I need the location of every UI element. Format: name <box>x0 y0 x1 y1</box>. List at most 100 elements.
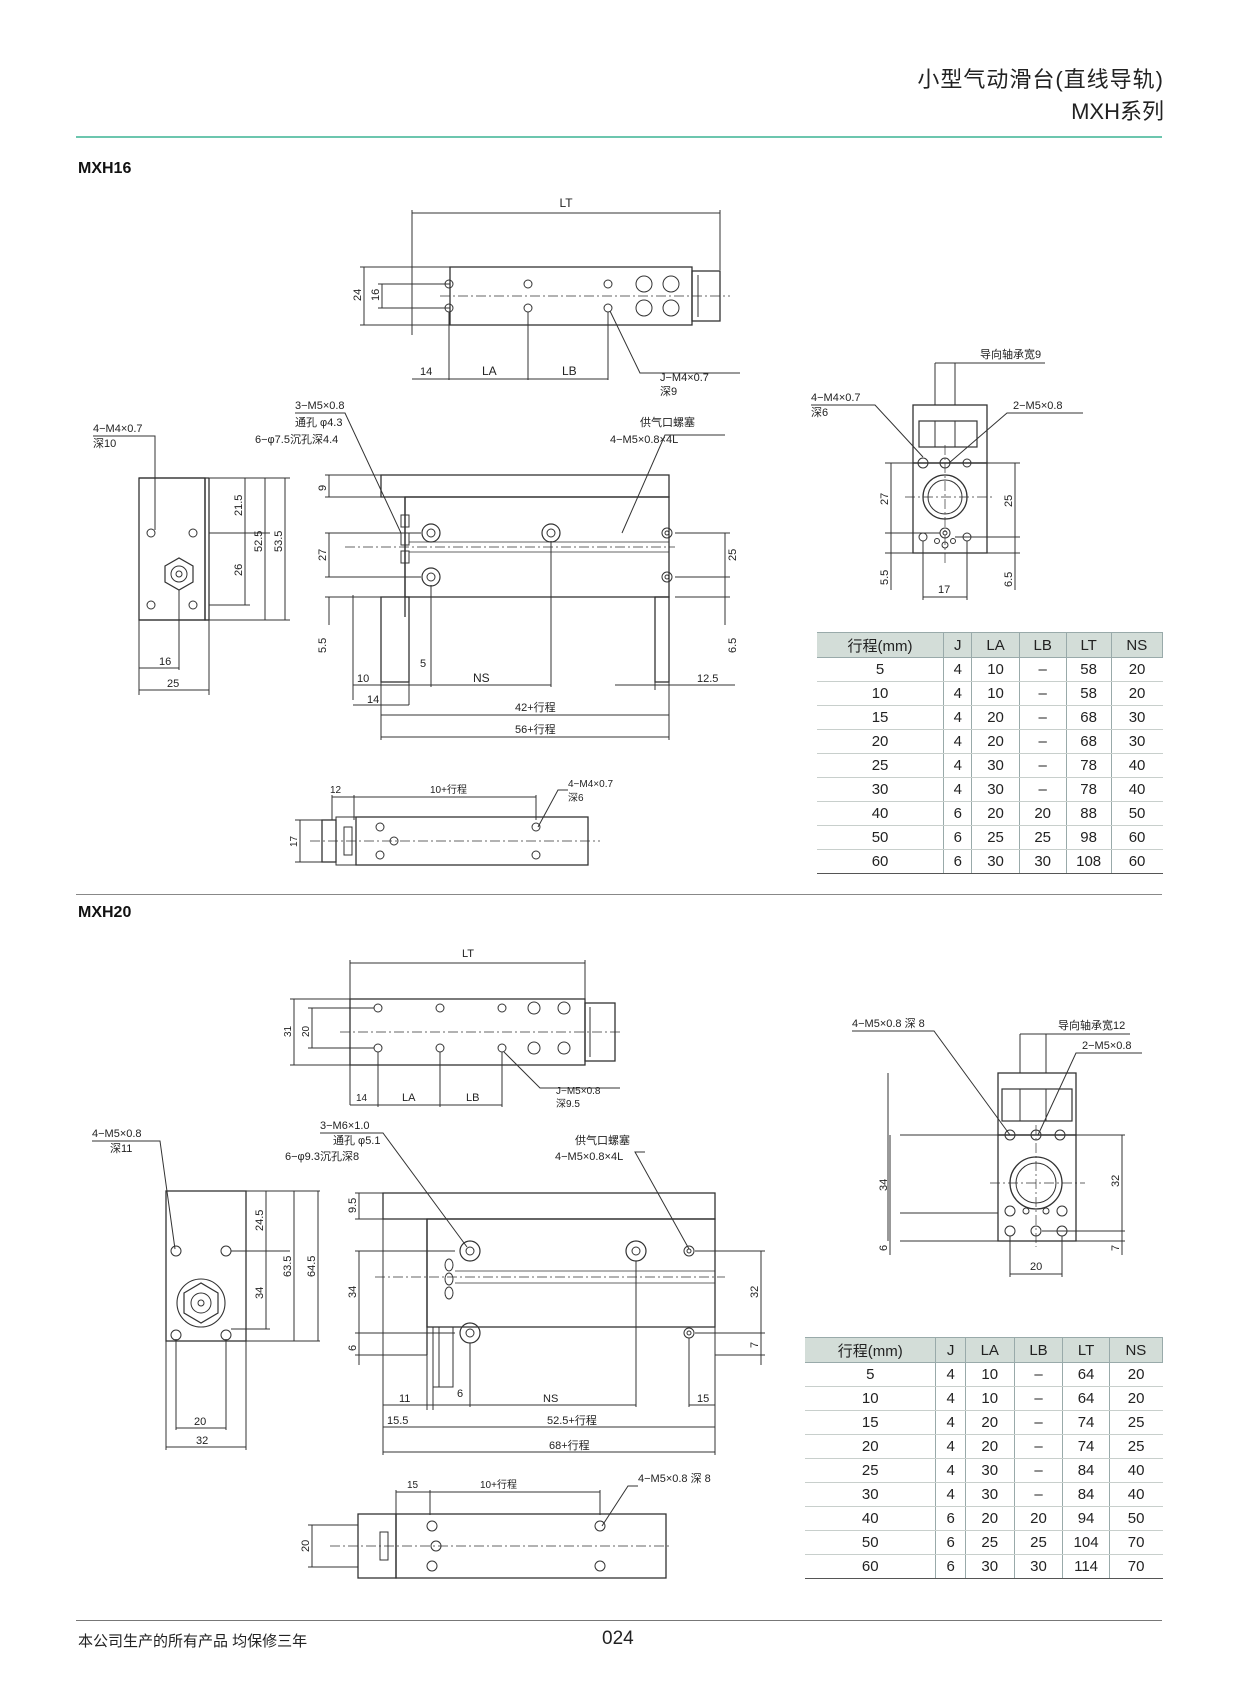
table-cell: – <box>1018 657 1067 682</box>
callout-4-m4: 4−M4×0.7 <box>93 423 143 435</box>
table-cell: 10 <box>817 681 944 706</box>
table-cell: 30 <box>964 1458 1015 1483</box>
dim-9-5: 9.5 <box>347 1198 359 1213</box>
dim-16: 16 <box>370 289 382 301</box>
mxh16-top-view-drawing: LT 24 16 14 LA LB J−M4×0.7 深9 <box>352 196 740 398</box>
table-cell: 74 <box>1062 1434 1110 1459</box>
callout-through-hole: 通孔 φ4.3 <box>295 416 342 429</box>
table-cell: 40 <box>1108 1458 1163 1483</box>
table-cell: 20 <box>1110 657 1163 682</box>
dim-5-5-front: 5.5 <box>879 570 891 585</box>
table-cell: 25 <box>1108 1410 1163 1435</box>
table-cell: – <box>1018 753 1067 778</box>
dim-14-side: 14 <box>367 694 379 706</box>
dim-10-stroke-20: 10+行程 <box>480 1478 517 1491</box>
table-cell: 108 <box>1065 849 1112 874</box>
callout-4-m4-front: 4−M4×0.7 <box>811 392 861 404</box>
table-cell: 84 <box>1062 1458 1110 1483</box>
table-cell: 6 <box>935 1530 966 1555</box>
dim-6-5-front: 6.5 <box>1003 572 1015 587</box>
table-cell: 4 <box>935 1482 966 1507</box>
table-header-row: 行程(mm) J LA LB LT NS <box>805 1337 1164 1363</box>
dim-lt: LT <box>559 196 573 210</box>
callout-port-plug: 供气口螺塞 <box>640 415 695 429</box>
table-cell: 20 <box>971 705 1020 730</box>
table-cell: 70 <box>1108 1530 1163 1555</box>
table-cell: 30 <box>805 1482 936 1507</box>
dim-34-side: 34 <box>347 1286 359 1298</box>
callout-guide-bearing-12: 导向轴承宽12 <box>1058 1018 1125 1032</box>
dim-la: LA <box>482 364 497 378</box>
callout-j-m4: J−M4×0.7 <box>660 372 709 384</box>
table-cell: 30 <box>964 1554 1015 1579</box>
dim-10: 10 <box>357 673 369 685</box>
dim-52-5-stroke: 52.5+行程 <box>547 1414 597 1427</box>
callout-j-m5: J−M5×0.8 <box>556 1086 601 1097</box>
table-cell: 30 <box>964 1482 1015 1507</box>
callout-port-thread-20: 4−M5×0.8×4L <box>555 1151 623 1163</box>
callout-3-m5: 3−M5×0.8 <box>295 400 345 412</box>
table-cell: – <box>1013 1386 1063 1411</box>
dim-6-side: 6 <box>347 1345 359 1351</box>
callout-2-m5-front: 2−M5×0.8 <box>1013 400 1063 412</box>
table-cell: 25 <box>805 1458 936 1483</box>
table-cell: 30 <box>1018 849 1067 874</box>
table-cell: 20 <box>971 801 1020 826</box>
section-divider <box>76 894 1162 895</box>
table-cell: 20 <box>1110 681 1163 706</box>
table-cell: 64 <box>1062 1386 1110 1411</box>
callout-through-hole-20: 通孔 φ5.1 <box>333 1134 380 1147</box>
callout-depth6: 深6 <box>568 792 584 804</box>
dim-21-5: 21.5 <box>233 495 245 516</box>
dim-16-w: 16 <box>159 656 171 668</box>
table-cell: 25 <box>817 753 944 778</box>
table-cell: 15 <box>817 705 944 730</box>
callout-depth11: 深11 <box>110 1142 132 1155</box>
table-cell: – <box>1018 777 1067 802</box>
table-cell: 25 <box>1018 825 1067 850</box>
dim-31: 31 <box>283 1025 294 1037</box>
column-header: LB <box>1018 632 1067 658</box>
dim-lt-20: LT <box>462 948 474 960</box>
table-cell: 20 <box>1018 801 1067 826</box>
table-cell: 15 <box>805 1410 936 1435</box>
callout-4-m5-front: 4−M5×0.8 深 8 <box>852 1017 925 1030</box>
dim-11: 11 <box>399 1393 410 1405</box>
dim-20: 20 <box>301 1025 312 1037</box>
footer-divider <box>76 1620 1162 1621</box>
column-header: LA <box>964 1337 1015 1363</box>
dim-24-5: 24.5 <box>254 1210 266 1231</box>
dim-27-front: 27 <box>879 493 891 505</box>
table-cell: 74 <box>1062 1410 1110 1435</box>
table-cell: 60 <box>1110 849 1163 874</box>
dim-lb-20: LB <box>466 1092 479 1104</box>
callout-port-thread: 4−M5×0.8×4L <box>610 434 678 446</box>
table-cell: – <box>1013 1482 1063 1507</box>
table-cell: 4 <box>935 1386 966 1411</box>
table-cell: 60 <box>805 1554 936 1579</box>
dim-24: 24 <box>352 289 364 301</box>
dim-14: 14 <box>420 366 432 378</box>
table-cell: 6 <box>943 825 972 850</box>
table-cell: 40 <box>1108 1482 1163 1507</box>
table-cell: – <box>1013 1362 1063 1387</box>
table-cell: 4 <box>943 705 972 730</box>
section-title-mxh16: MXH16 <box>78 160 132 177</box>
dim-32-w: 32 <box>196 1435 208 1447</box>
table-cell: 6 <box>935 1554 966 1579</box>
dim-27: 27 <box>317 549 329 561</box>
table-cell: 20 <box>1108 1386 1163 1411</box>
dim-ns-20: NS <box>543 1393 558 1405</box>
column-header: LT <box>1065 632 1112 658</box>
mxh20-bottom-view-drawing: 15 10+行程 4−M5×0.8 深 8 20 <box>300 1472 711 1579</box>
callout-depth6-front: 深6 <box>811 406 828 419</box>
callout-depth9-5: 深9.5 <box>556 1098 580 1110</box>
column-header: 行程(mm) <box>805 1337 937 1363</box>
column-header: LT <box>1062 1337 1110 1363</box>
